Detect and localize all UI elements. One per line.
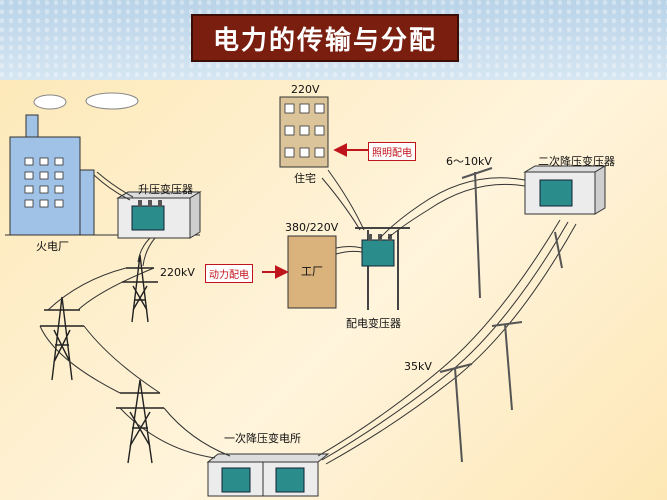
label-residence-voltage: 220V bbox=[291, 83, 320, 96]
distribution-transformer-icon bbox=[355, 227, 410, 310]
power-plant-building bbox=[5, 114, 200, 236]
label-power-supply: 动力配电 bbox=[205, 264, 253, 283]
label-220kv: 220kV bbox=[160, 266, 195, 279]
label-factory: 工厂 bbox=[301, 265, 323, 278]
label-primary-substation: 一次降压变电所 bbox=[224, 432, 301, 445]
utility-poles bbox=[439, 167, 563, 463]
label-35kv: 35kV bbox=[404, 360, 432, 373]
label-secondary-substation: 二次降压变压器 bbox=[538, 155, 615, 168]
label-step-up-transformer: 升压变压器 bbox=[138, 183, 193, 196]
residence-building bbox=[279, 96, 329, 168]
primary-substation-icon bbox=[206, 453, 330, 497]
label-distribution-transformer: 配电变压器 bbox=[346, 317, 401, 330]
secondary-transformer-icon bbox=[523, 165, 607, 215]
label-factory-voltage: 380/220V bbox=[285, 221, 339, 234]
label-6-10kv: 6～10kV bbox=[446, 155, 492, 168]
label-residence: 住宅 bbox=[294, 172, 316, 185]
transmission-lines bbox=[39, 169, 577, 465]
label-power-plant: 火电厂 bbox=[36, 240, 69, 253]
cloud-icon bbox=[33, 92, 139, 110]
factory-building bbox=[287, 235, 337, 309]
page-title: 电力的传输与分配 bbox=[191, 14, 459, 62]
step-up-transformer-icon bbox=[116, 191, 202, 239]
label-lighting-supply: 照明配电 bbox=[368, 142, 416, 161]
transmission-tower-icon bbox=[40, 254, 164, 464]
